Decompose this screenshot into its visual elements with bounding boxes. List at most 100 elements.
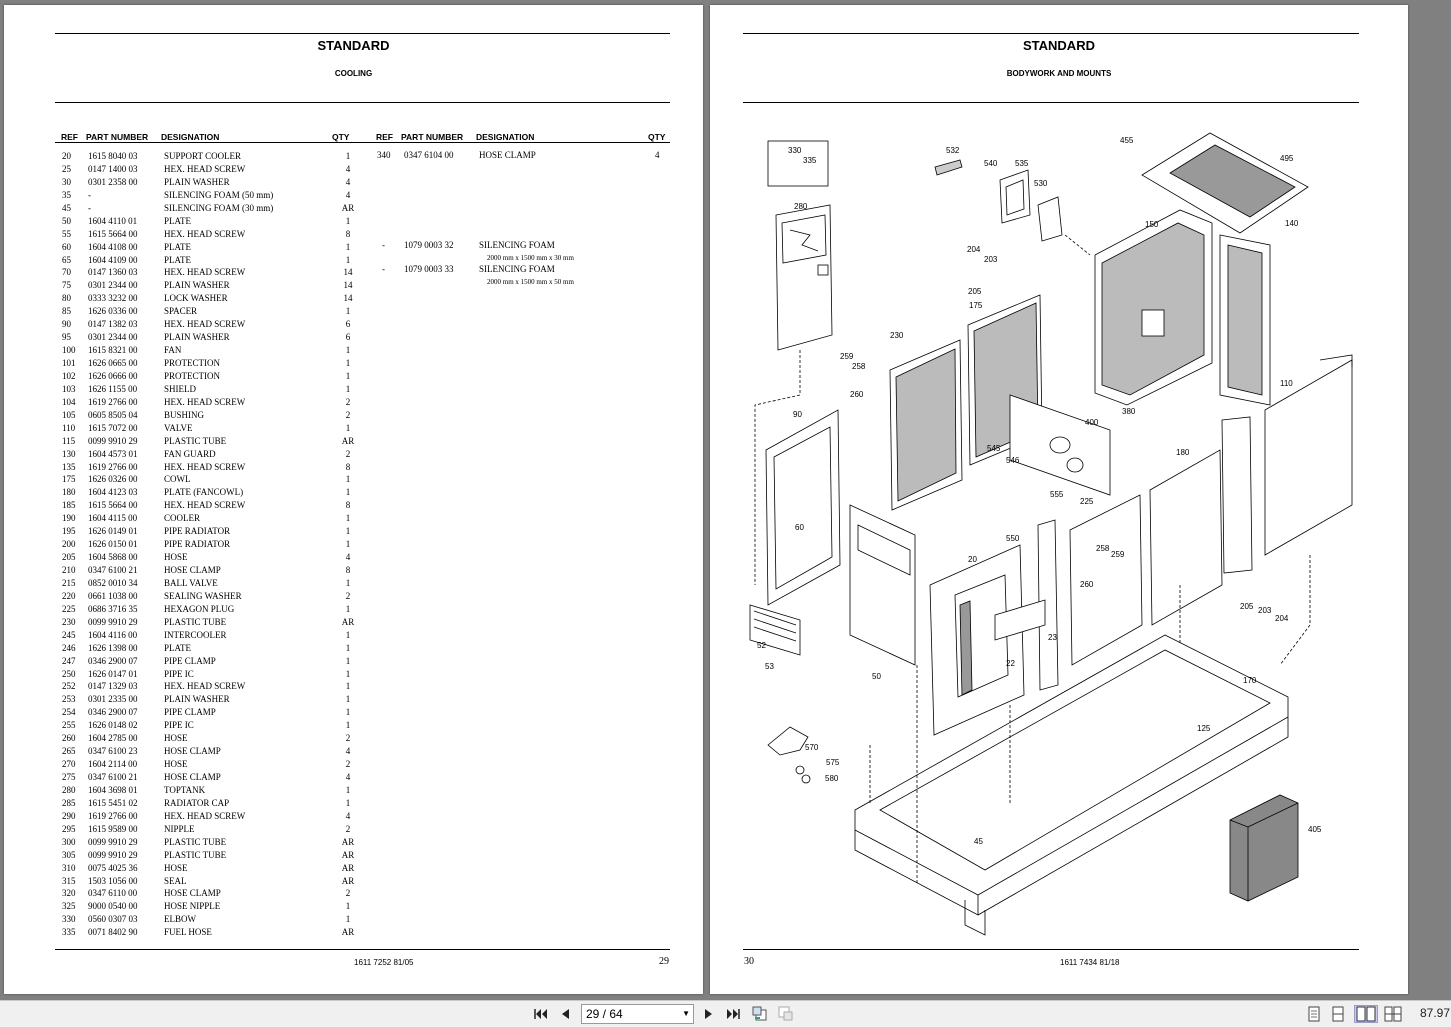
- qty-cell: 1: [345, 370, 351, 381]
- continuous-facing-view-button[interactable]: [1384, 1005, 1402, 1023]
- ref-cell: 225: [62, 603, 76, 614]
- qty-cell: 2: [345, 759, 351, 770]
- callout-label: 259: [840, 352, 854, 361]
- ref-cell: 205: [62, 552, 76, 563]
- qty-cell: 14: [343, 267, 353, 278]
- designation-cell: PLAIN WASHER: [164, 176, 230, 187]
- callout-label: 180: [1176, 448, 1190, 457]
- next-page-button[interactable]: [702, 1005, 716, 1023]
- qty-cell: 1: [345, 513, 351, 524]
- callout-label: 580: [825, 774, 839, 783]
- callout-label: 125: [1197, 724, 1211, 733]
- top-rule: [55, 33, 670, 34]
- page-number-input[interactable]: 29 / 64 ▼: [581, 1004, 694, 1024]
- page-subtitle: COOLING: [334, 69, 373, 78]
- qty-cell: 6: [345, 332, 351, 343]
- part-number-cell: 1626 1398 00: [88, 642, 138, 653]
- designation-cell: COWL: [164, 474, 191, 485]
- page-display: 29 / 64: [586, 1007, 623, 1021]
- continuous-view-button[interactable]: [1330, 1005, 1346, 1023]
- part-number-cell: 0560 0307 03: [88, 914, 138, 925]
- callout-label: 555: [1050, 490, 1064, 499]
- col-part-number-header: PART NUMBER: [86, 132, 149, 142]
- part-number-cell: 1626 0665 00: [88, 358, 138, 368]
- single-page-view-button[interactable]: [1306, 1005, 1322, 1023]
- qty-cell: 1: [345, 629, 351, 640]
- designation-cell: HEX. HEAD SCREW: [164, 163, 246, 174]
- callout-label: 259: [1111, 550, 1125, 559]
- ref-cell: 103: [62, 383, 76, 394]
- qty-cell: 1: [345, 694, 351, 705]
- ref-cell: 85: [62, 306, 71, 317]
- callout-label: 90: [793, 410, 802, 419]
- qty-cell: 1: [345, 577, 351, 588]
- part-number-cell: 1604 4109 00: [88, 254, 138, 265]
- qty-cell: 1: [345, 603, 351, 614]
- ref-cell: 275: [62, 772, 76, 782]
- designation-cell: SPACER: [164, 306, 198, 317]
- callout-label: 22: [1006, 659, 1015, 668]
- ref-cell: 50: [62, 215, 71, 226]
- designation-cell: HEX. HEAD SCREW: [164, 396, 246, 407]
- part-number-cell: 0346 2900 07: [88, 707, 138, 718]
- qty-cell: 1: [345, 784, 351, 795]
- previous-page-button[interactable]: [558, 1005, 572, 1023]
- go-back-button[interactable]: [751, 1005, 769, 1023]
- ref-cell: 295: [62, 823, 76, 834]
- part-number-cell: 1604 4116 00: [88, 629, 138, 640]
- callout-label: 260: [1080, 580, 1094, 589]
- designation-cell: HOSE: [164, 862, 188, 873]
- ref-cell: 75: [62, 280, 71, 291]
- designation-cell: SEAL: [164, 875, 187, 886]
- qty-cell: 4: [345, 176, 351, 187]
- part-number-cell: 1626 0336 00: [88, 306, 138, 317]
- qty-cell: AR: [341, 202, 355, 213]
- facing-view-button[interactable]: [1354, 1005, 1378, 1023]
- qty-cell: 2: [345, 409, 351, 420]
- qty-cell: 4: [345, 552, 351, 563]
- first-page-button[interactable]: [533, 1005, 549, 1023]
- ref-cell: 245: [62, 629, 76, 640]
- qty-cell: 4: [345, 810, 351, 821]
- part-number-cell: 0346 2900 07: [88, 655, 138, 666]
- ref-cell: 320: [62, 888, 76, 899]
- callout-label: 53: [765, 662, 774, 671]
- ref-cell: 102: [62, 370, 76, 381]
- callout-label: 23: [1048, 633, 1057, 642]
- single-page-icon: [1308, 1006, 1320, 1022]
- ref-cell: 100: [62, 345, 76, 356]
- qty-cell: 8: [345, 228, 351, 239]
- document-viewer[interactable]: STANDARD COOLING REF PART NUMBER DESIGNA…: [0, 0, 1451, 1000]
- designation-cell: PIPE CLAMP: [164, 655, 216, 666]
- ref-cell: 210: [62, 565, 76, 575]
- designation-cell: PLAIN WASHER: [164, 280, 230, 291]
- part-number-cell: 1619 2766 00: [88, 461, 138, 472]
- col-qty-header: QTY: [332, 132, 350, 142]
- zoom-level[interactable]: 87.97: [1420, 1006, 1451, 1020]
- go-forward-button[interactable]: [777, 1005, 795, 1023]
- qty-cell: 1: [345, 914, 351, 925]
- ref-cell: 101: [62, 358, 76, 368]
- chevron-down-icon[interactable]: ▼: [682, 1009, 690, 1018]
- last-page-button[interactable]: [725, 1005, 741, 1023]
- part-number-cell: 1619 2766 00: [88, 396, 138, 407]
- designation-cell: PLATE (FANCOWL): [164, 487, 244, 498]
- qty-cell: 6: [345, 319, 351, 330]
- designation-cell: PIPE IC: [164, 668, 194, 679]
- ref-cell: 285: [62, 797, 76, 808]
